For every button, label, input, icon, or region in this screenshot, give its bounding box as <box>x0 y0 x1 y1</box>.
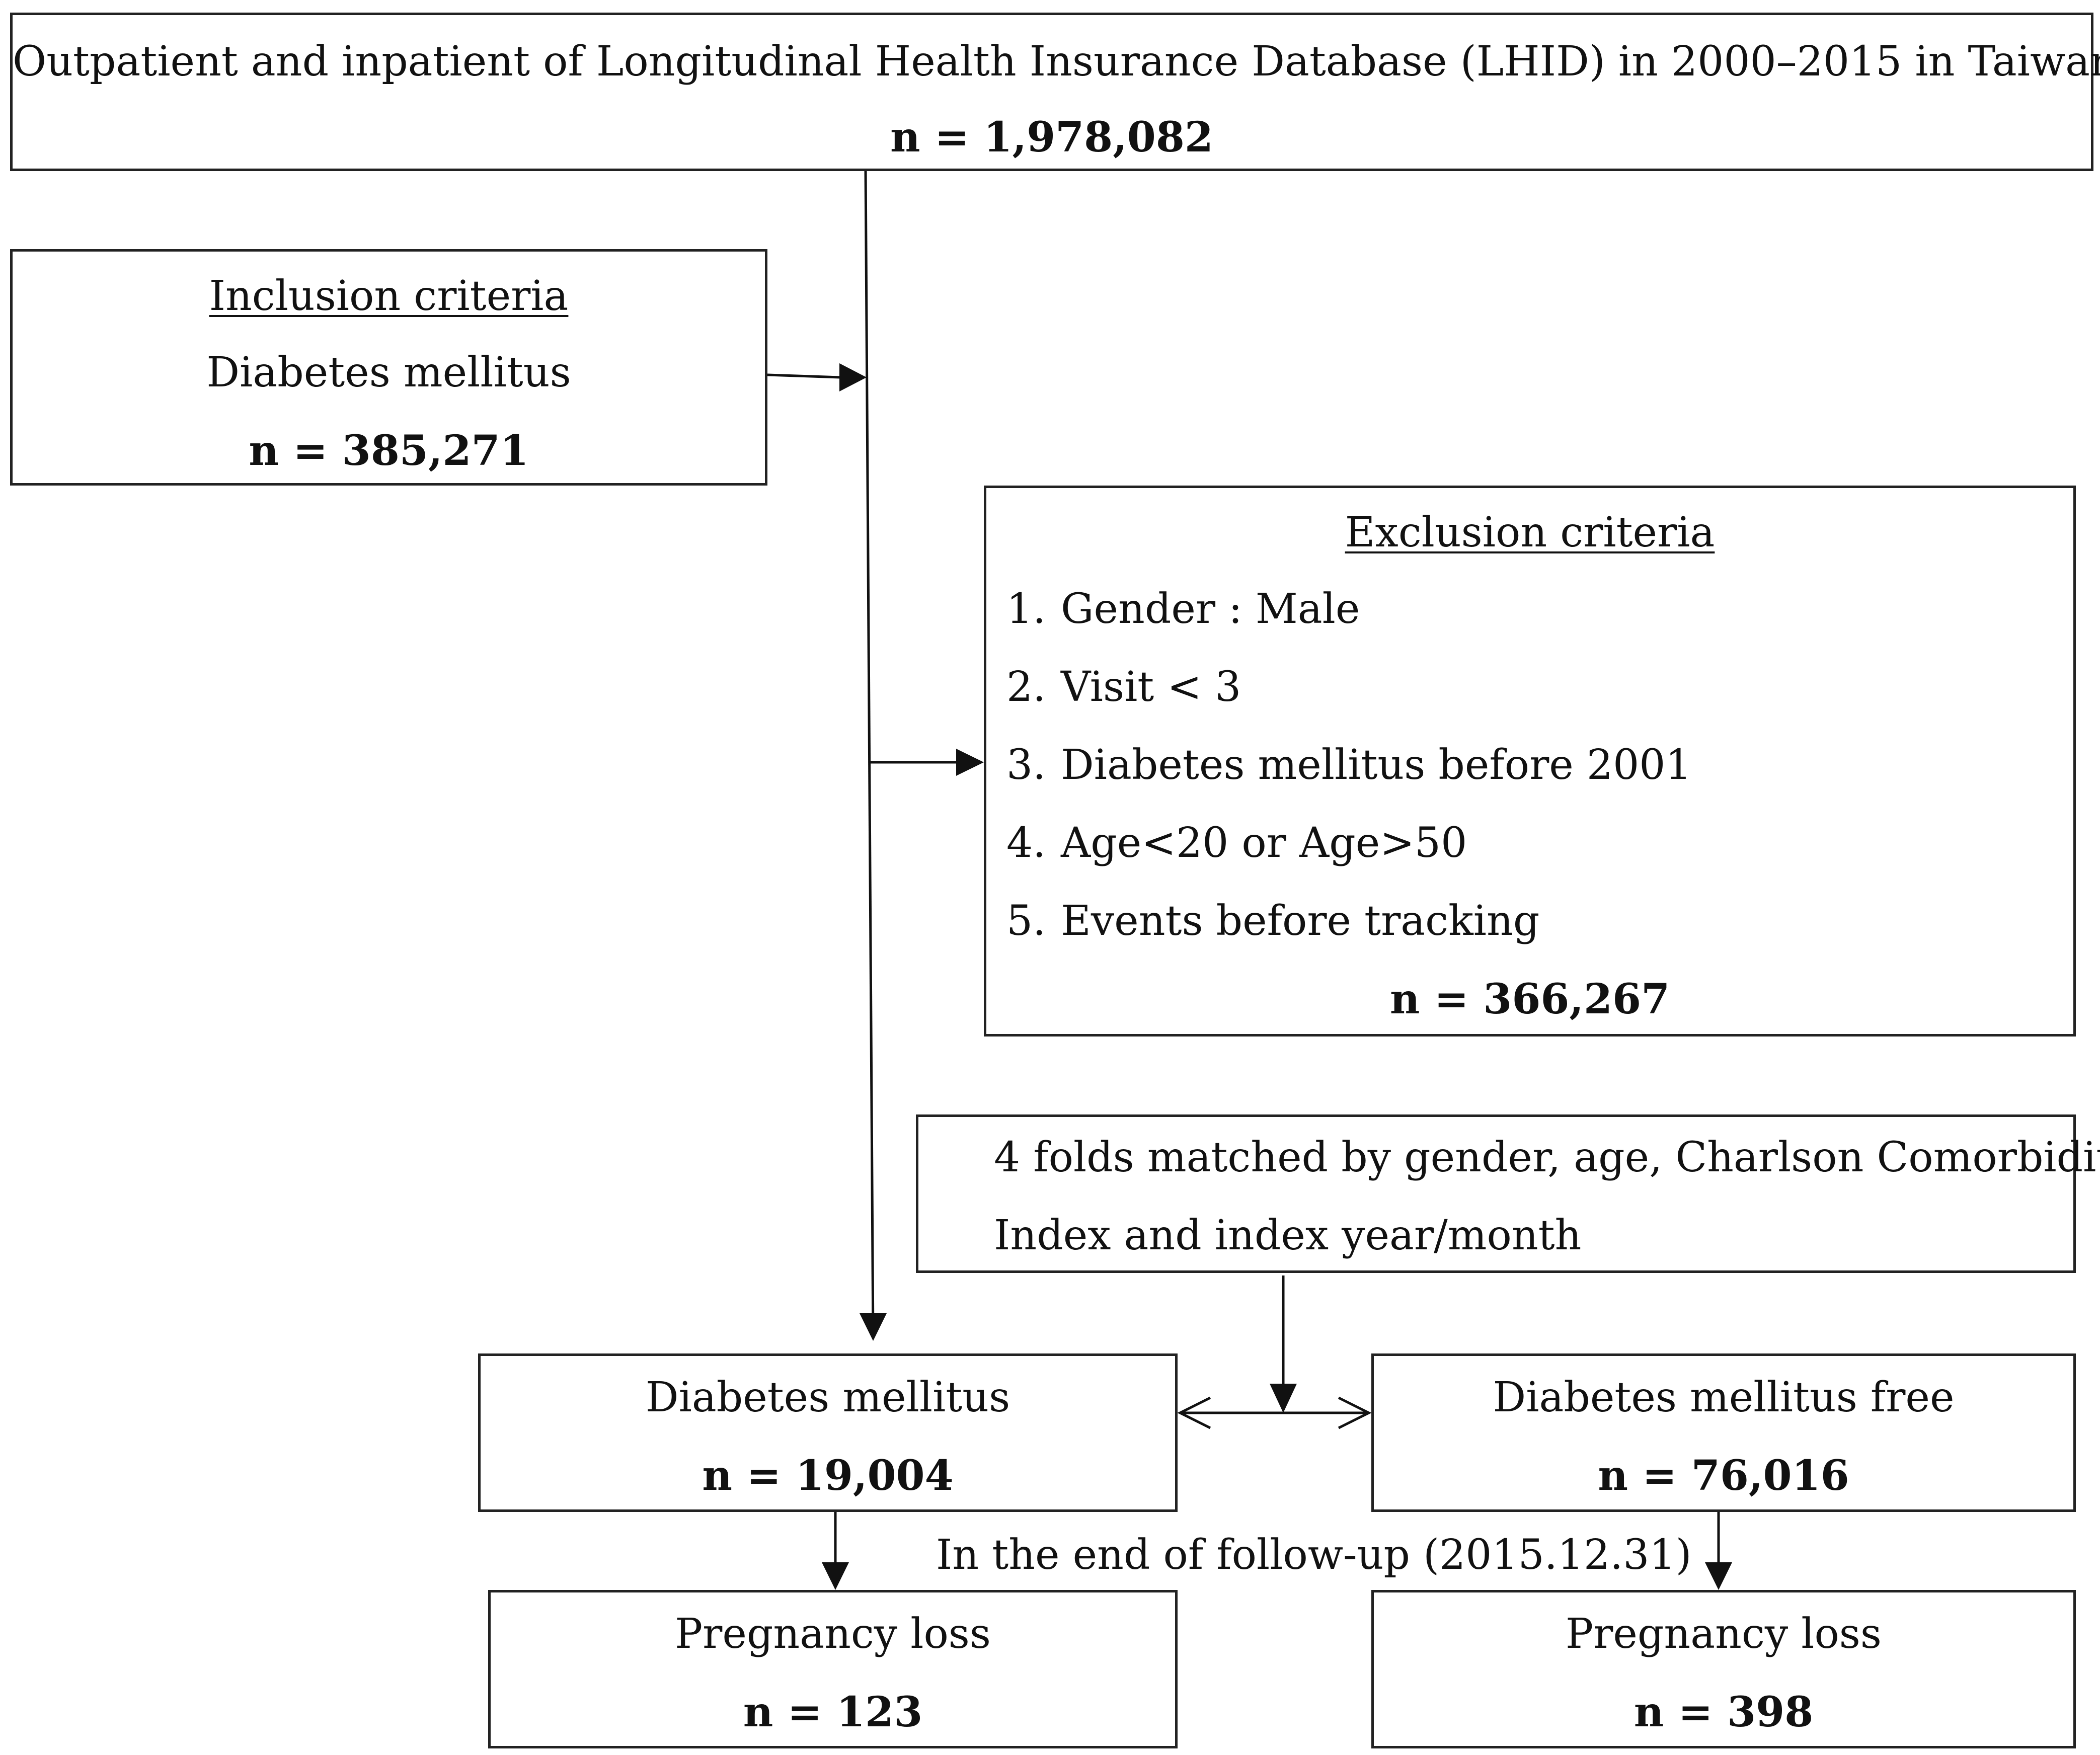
inclusion-count: n = 385,271 <box>249 427 529 475</box>
dm-group-label: Diabetes mellitus <box>645 1374 1010 1421</box>
dm-outcome-box: Pregnancy loss n = 123 <box>488 1590 1178 1748</box>
control-group-label: Diabetes mellitus free <box>1493 1374 1955 1421</box>
exclusion-item-text: Age<20 or Age>50 <box>1061 819 1467 867</box>
exclusion-item-text: Events before tracking <box>1061 897 1540 945</box>
exclusion-item: 1.Gender : Male <box>1006 589 1360 630</box>
exclusion-item-number: 1. <box>1006 585 1046 633</box>
exclusion-criteria-box: Exclusion criteria 1.Gender : Male 2.Vis… <box>984 486 2076 1036</box>
exclusion-item-text: Gender : Male <box>1061 585 1360 633</box>
dm-group-count: n = 19,004 <box>702 1452 954 1500</box>
dm-outcome-arrowhead <box>822 1562 849 1590</box>
exclusion-item-number: 3. <box>1006 741 1046 789</box>
inclusion-heading: Inclusion criteria <box>209 272 569 320</box>
inclusion-arrow <box>767 373 841 379</box>
exclusion-item-text: Visit < 3 <box>1061 663 1241 711</box>
exclusion-item: 4.Age<20 or Age>50 <box>1006 823 1467 864</box>
exclusion-item: 2.Visit < 3 <box>1006 667 1241 708</box>
inclusion-arrowhead <box>839 363 867 391</box>
source-population-count: n = 1,978,082 <box>890 113 1213 162</box>
source-population-box: Outpatient and inpatient of Longitudinal… <box>10 13 2100 171</box>
matching-criteria-box: 4 folds matched by gender, age, Charlson… <box>916 1114 2100 1273</box>
matching-line-1: 4 folds matched by gender, age, Charlson… <box>994 1134 2100 1181</box>
dm-group-box: Diabetes mellitus n = 19,004 <box>478 1353 1178 1512</box>
exclusion-item: 3.Diabetes mellitus before 2001 <box>1006 745 1692 786</box>
main-trunk-arrow <box>864 168 875 1339</box>
exclusion-item-number: 2. <box>1006 663 1046 711</box>
inclusion-label: Diabetes mellitus <box>206 349 571 396</box>
exclusion-count: n = 366,267 <box>1389 975 1670 1023</box>
inclusion-criteria-box: Inclusion criteria Diabetes mellitus n =… <box>10 249 767 486</box>
group-double-arrowhead-left <box>1177 1396 1211 1429</box>
control-outcome-arrowhead <box>1705 1562 1732 1590</box>
source-population-title: Outpatient and inpatient of Longitudinal… <box>13 38 2100 86</box>
dm-outcome-label: Pregnancy loss <box>675 1610 991 1658</box>
matching-line-2: Index and index year/month <box>994 1212 1582 1259</box>
control-group-box: Diabetes mellitus free n = 76,016 <box>1371 1353 2076 1512</box>
control-group-count: n = 76,016 <box>1598 1452 1849 1500</box>
dm-outcome-count: n = 123 <box>743 1688 923 1736</box>
exclusion-arrowhead <box>956 749 984 776</box>
control-outcome-label: Pregnancy loss <box>1566 1610 1882 1658</box>
exclusion-item-text: Diabetes mellitus before 2001 <box>1061 741 1692 789</box>
matching-arrowhead <box>1270 1384 1297 1413</box>
control-outcome-box: Pregnancy loss n = 398 <box>1371 1590 2076 1748</box>
exclusion-heading: Exclusion criteria <box>1345 509 1715 556</box>
exclusion-item-number: 4. <box>1006 819 1046 867</box>
main-trunk-arrowhead <box>860 1313 887 1341</box>
group-double-arrowhead-right <box>1338 1396 1372 1429</box>
exclusion-item: 5.Events before tracking <box>1006 901 1539 942</box>
follow-up-label: In the end of follow-up (2015.12.31) <box>936 1531 1692 1579</box>
control-outcome-count: n = 398 <box>1634 1688 1814 1736</box>
exclusion-item-number: 5. <box>1006 897 1046 945</box>
